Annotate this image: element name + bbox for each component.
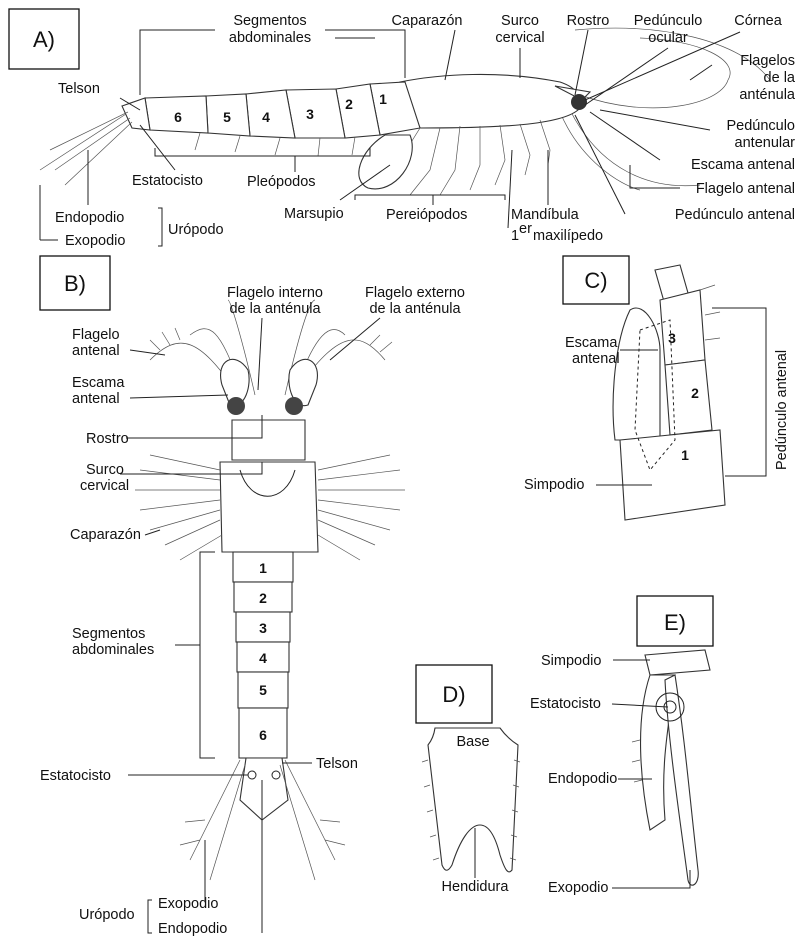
d-hendidura: Hendidura [442, 879, 510, 895]
c-escama-2: antenal [572, 351, 620, 367]
a-maxilipedo: maxilípedo [533, 228, 603, 244]
c-seg-3: 3 [668, 330, 676, 346]
b-flagelo-interno-1: Flagelo interno [227, 285, 323, 301]
panel-b-label: B) [64, 271, 86, 296]
a-caparazon: Caparazón [392, 13, 463, 29]
a-endopodio: Endopodio [55, 210, 124, 226]
right-eye-icon [285, 397, 303, 415]
a-flagelo-antenal: Flagelo antenal [696, 181, 795, 197]
a-surco-1: Surco [501, 13, 539, 29]
e-exopodio: Exopodio [548, 880, 608, 896]
a-ped-antenular-1: Pedúnculo [726, 118, 795, 134]
d-base: Base [456, 734, 489, 750]
a-flagelos-1: Flagelos [740, 53, 795, 69]
b-flagelo-externo-2: de la anténula [369, 301, 461, 317]
a-ped-antenular-2: antenular [735, 135, 796, 151]
c-seg-2: 2 [691, 385, 699, 401]
a-seg-6: 6 [174, 109, 182, 125]
c-seg-1: 1 [681, 447, 689, 463]
c-escama-1: Escama [565, 335, 618, 351]
a-seg-3: 3 [306, 106, 314, 122]
a-ped-antenal: Pedúnculo antenal [675, 207, 795, 223]
a-rostro: Rostro [567, 13, 610, 29]
a-maxilipedo-num: 1 [511, 228, 519, 244]
a-escama: Escama antenal [691, 157, 795, 173]
b-endopodio: Endopodio [158, 921, 227, 937]
a-seg-5: 5 [223, 109, 231, 125]
b-escama-2: antenal [72, 391, 120, 407]
a-seg-1: 1 [379, 91, 387, 107]
b-surco-2: cervical [80, 478, 129, 494]
e-estatocisto: Estatocisto [530, 696, 601, 712]
a-surco-2: cervical [495, 30, 544, 46]
a-uropodo: Urópodo [168, 222, 224, 238]
a-telson: Telson [58, 81, 100, 97]
a-segmentos-2: abdominales [229, 30, 311, 46]
b-seg-5: 5 [259, 682, 267, 698]
a-seg-4: 4 [262, 109, 270, 125]
a-estatocisto: Estatocisto [132, 173, 203, 189]
a-seg-2: 2 [345, 96, 353, 112]
e-endopodio: Endopodio [548, 771, 617, 787]
a-marsupio: Marsupio [284, 206, 344, 222]
panel-c-label: C) [584, 268, 607, 293]
panel-e-label: E) [664, 610, 686, 635]
b-surco-1: Surco [86, 462, 124, 478]
b-escama-1: Escama [72, 375, 125, 391]
b-caparazon: Caparazón [70, 527, 141, 543]
eye-icon [571, 94, 587, 110]
left-eye-icon [227, 397, 245, 415]
panel-c-drawing [613, 265, 725, 520]
b-seg-4: 4 [259, 650, 267, 666]
b-segmentos-2: abdominales [72, 642, 154, 658]
b-flagelo-interno-2: de la anténula [229, 301, 321, 317]
a-maxilipedo-sup: er [519, 221, 532, 237]
panel-d-label: D) [442, 682, 465, 707]
panel-b-shrimp [135, 300, 405, 880]
a-pleopodos: Pleópodos [247, 174, 316, 190]
b-exopodio: Exopodio [158, 896, 218, 912]
b-estatocisto: Estatocisto [40, 768, 111, 784]
c-simpodio: Simpodio [524, 477, 584, 493]
a-exopodio: Exopodio [65, 233, 125, 249]
b-flagelo-antenal-1: Flagelo [72, 327, 120, 343]
b-flagelo-antenal-2: antenal [72, 343, 120, 359]
b-rostro: Rostro [86, 431, 129, 447]
b-segmentos-1: Segmentos [72, 626, 145, 642]
panel-e-drawing [632, 650, 710, 885]
e-simpodio: Simpodio [541, 653, 601, 669]
a-pedunculo-ocular-2: ocular [648, 30, 688, 46]
b-telson: Telson [316, 756, 358, 772]
c-pedunculo: Pedúnculo antenal [774, 350, 790, 470]
b-flagelo-externo-1: Flagelo externo [365, 285, 465, 301]
a-pereiopodos: Pereiópodos [386, 207, 467, 223]
b-seg-3: 3 [259, 620, 267, 636]
b-seg-2: 2 [259, 590, 267, 606]
a-pedunculo-ocular-1: Pedúnculo [634, 13, 703, 29]
a-segmentos-1: Segmentos [233, 13, 306, 29]
a-flagelos-3: anténula [739, 87, 796, 103]
a-cornea: Córnea [734, 13, 782, 29]
b-uropodo: Urópodo [79, 907, 135, 923]
b-seg-6: 6 [259, 727, 267, 743]
a-flagelos-2: de la [764, 70, 796, 86]
panel-a-label: A) [33, 27, 55, 52]
b-seg-1: 1 [259, 560, 267, 576]
